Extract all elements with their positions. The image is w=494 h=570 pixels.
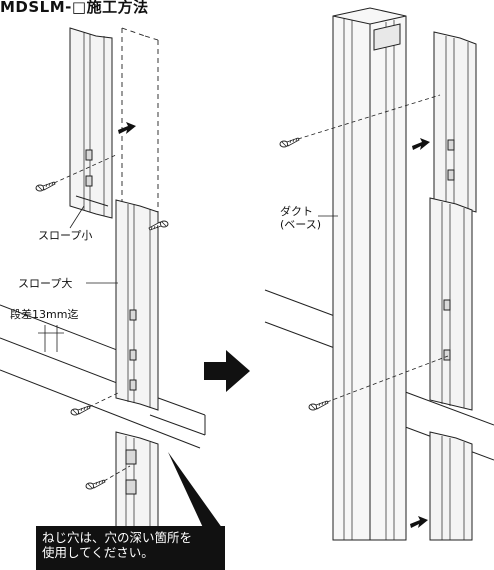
label-duct-base: ダクト (ベース) [280, 205, 322, 231]
left-scene [0, 27, 225, 541]
push-arrow-right-2 [410, 516, 428, 528]
right-slope-lower [429, 431, 473, 541]
right-slope-upper [433, 31, 477, 213]
push-arrow-right-1 [412, 138, 430, 150]
duct-base [332, 7, 407, 541]
diagram-title: MDSLM-□施工方法 [0, 0, 149, 16]
screw-left-1 [35, 181, 56, 192]
slope-small-part [69, 27, 113, 219]
screw-right-1 [279, 137, 300, 148]
floor-step-lines [0, 304, 206, 449]
step-dimension [38, 325, 64, 352]
dashed-duct-outline [121, 27, 159, 215]
push-arrow-left [118, 122, 136, 134]
slope-large-part [115, 199, 159, 411]
screw-hole-note: ねじ穴は、穴の深い箇所を 使用してください。 [36, 526, 225, 570]
screw-right-2 [308, 400, 329, 411]
step-arrow [204, 350, 250, 392]
label-slope-small: スロープ小 [38, 229, 93, 242]
lower-slope-part [115, 431, 159, 541]
screw-left-4 [85, 479, 106, 490]
label-slope-large: スロープ大 [18, 277, 73, 290]
right-scene [264, 7, 494, 541]
screw-left-3 [70, 405, 91, 416]
label-step-13mm: 段差13mm迄 [10, 308, 79, 321]
right-slope-middle [429, 197, 473, 411]
note-pointer [168, 452, 225, 532]
